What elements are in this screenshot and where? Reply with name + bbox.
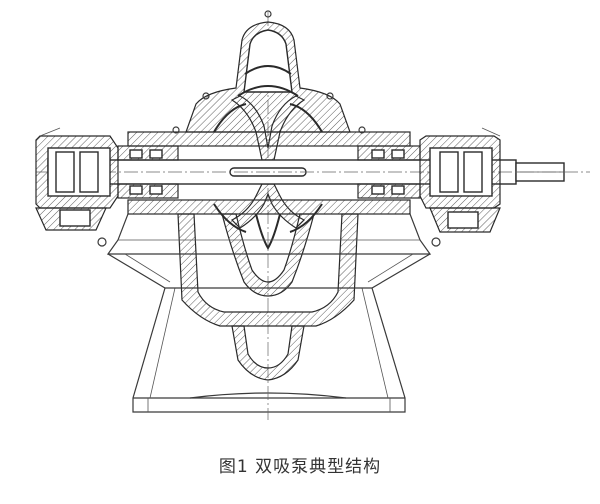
pump-shaft	[36, 159, 590, 185]
left-shaft-seal	[117, 145, 179, 199]
figure-caption: 图1 双吸泵典型结构	[218, 457, 382, 477]
casing-bolts	[172, 10, 366, 134]
casing-mid-flange	[106, 131, 432, 289]
left-bearing-housing	[35, 127, 119, 247]
impeller	[213, 95, 323, 233]
right-bearing-housing	[419, 127, 501, 247]
pump-base	[132, 287, 406, 413]
pump-cross-section-drawing	[35, 10, 590, 420]
right-shaft-seal	[357, 145, 421, 199]
